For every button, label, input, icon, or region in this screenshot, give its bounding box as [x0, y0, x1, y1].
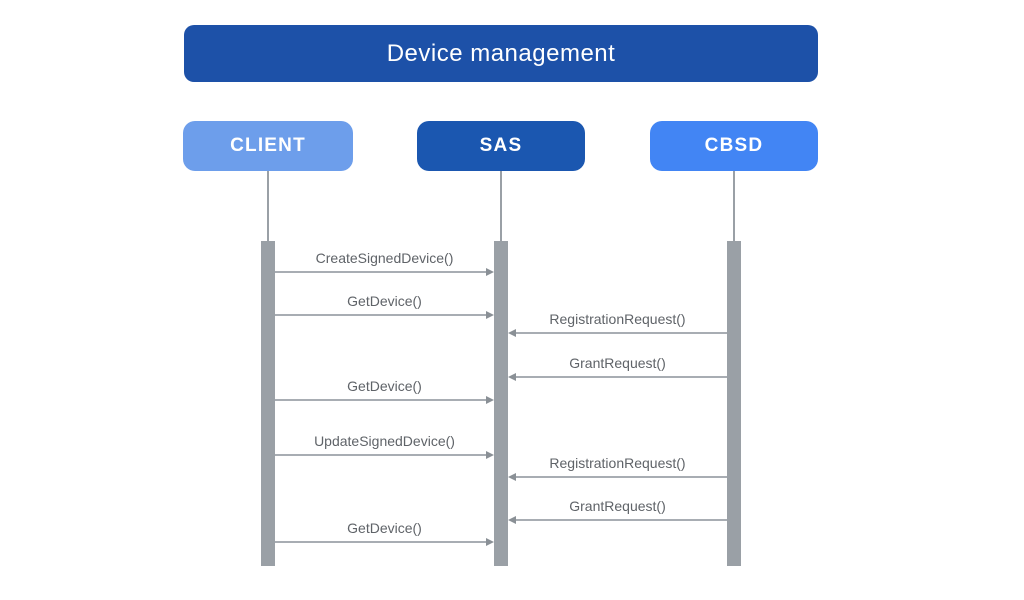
message-arrow: [275, 454, 486, 456]
message-label: GrantRequest(): [569, 498, 666, 514]
message-arrow: [516, 476, 727, 478]
message-arrow: [275, 399, 486, 401]
activation-bar-client: [261, 241, 275, 566]
activation-bar-sas: [494, 241, 508, 566]
diagram-title-label: Device management: [386, 39, 616, 67]
actor-sas-label: SAS: [479, 135, 523, 156]
actor-cbsd-label: CBSD: [704, 135, 764, 156]
message-label: GetDevice(): [347, 293, 422, 309]
message-label: GetDevice(): [347, 520, 422, 536]
message-arrow: [516, 332, 727, 334]
message-arrow: [275, 541, 486, 543]
diagram-title: Device management: [184, 25, 818, 82]
lifeline-client: [267, 171, 269, 241]
message-arrow: [275, 314, 486, 316]
message-arrowhead-icon: [486, 268, 494, 276]
message-label: GrantRequest(): [569, 355, 666, 371]
activation-bar-cbsd: [727, 241, 741, 566]
message-arrowhead-icon: [508, 473, 516, 481]
message-arrow: [275, 271, 486, 273]
message-arrowhead-icon: [508, 516, 516, 524]
message-arrow: [516, 376, 727, 378]
message-arrowhead-icon: [486, 396, 494, 404]
actor-cbsd: CBSD: [650, 121, 818, 171]
actor-client-label: CLIENT: [230, 135, 306, 156]
lifeline-cbsd: [733, 171, 735, 241]
actor-client: CLIENT: [183, 121, 353, 171]
lifeline-sas: [500, 171, 502, 241]
message-arrowhead-icon: [508, 329, 516, 337]
message-label: UpdateSignedDevice(): [314, 433, 455, 449]
message-arrowhead-icon: [486, 311, 494, 319]
message-label: GetDevice(): [347, 378, 422, 394]
message-arrowhead-icon: [486, 538, 494, 546]
message-label: RegistrationRequest(): [549, 311, 686, 327]
message-arrowhead-icon: [508, 373, 516, 381]
actor-sas: SAS: [417, 121, 585, 171]
message-label: RegistrationRequest(): [549, 455, 686, 471]
message-label: CreateSignedDevice(): [315, 250, 454, 266]
message-arrow: [516, 519, 727, 521]
message-arrowhead-icon: [486, 451, 494, 459]
